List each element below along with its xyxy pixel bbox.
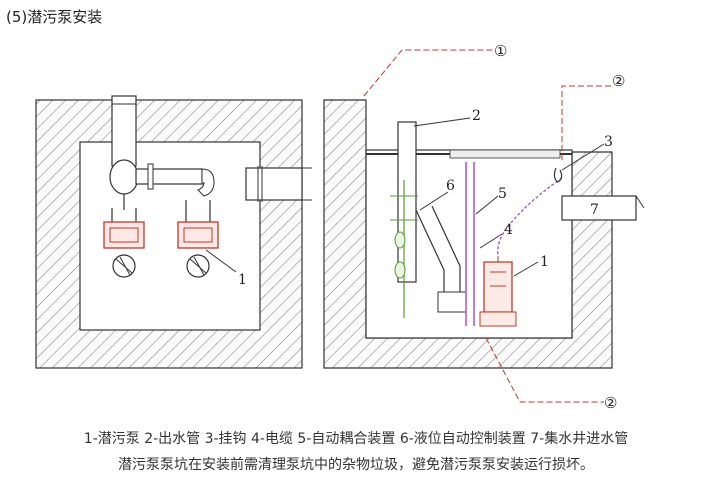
plan-pump-left bbox=[103, 208, 145, 278]
page-title: (5)潜污泵安装 bbox=[6, 8, 103, 26]
callout-pump-plan: 1 bbox=[238, 272, 247, 288]
section-pump bbox=[479, 256, 517, 327]
section-mark-1: ① bbox=[494, 42, 507, 60]
section-view: 7 2 6 5 4 bbox=[323, 42, 645, 412]
section-coupling bbox=[465, 162, 475, 326]
section-mark-2-top: ② bbox=[612, 72, 625, 90]
section-cut-line-3 bbox=[485, 337, 604, 403]
note-text: 潜污泵泵坑在安装前需清理泵坑中的杂物垃圾，避免潜污泵泵安装运行损坏。 bbox=[118, 457, 594, 473]
leader-4 bbox=[479, 233, 503, 249]
plan-leader-1 bbox=[205, 249, 237, 273]
section-mark-2-bottom: ② bbox=[604, 394, 617, 412]
leader-6 bbox=[419, 191, 449, 211]
callout-pump: 1 bbox=[540, 254, 549, 270]
plan-riser-pipe bbox=[111, 95, 137, 167]
section-inlet-pipe bbox=[561, 195, 645, 221]
plan-pump-right bbox=[177, 200, 219, 278]
plan-outlet-pipe bbox=[245, 166, 312, 202]
section-level-control bbox=[390, 180, 418, 318]
leader-3 bbox=[561, 143, 605, 171]
leader-1 bbox=[513, 261, 539, 277]
callout-hook: 3 bbox=[604, 134, 613, 150]
callout-inlet-pipe: 7 bbox=[590, 202, 599, 218]
callout-cable: 4 bbox=[504, 222, 513, 238]
callout-coupling: 5 bbox=[498, 186, 507, 202]
legend-text: 1-潜污泵 2-出水管 3-挂钩 4-电缆 5-自动耦合装置 6-液位自动控制装… bbox=[83, 431, 629, 447]
plan-view: 1 bbox=[35, 95, 312, 369]
callout-outlet-pipe: 2 bbox=[472, 108, 481, 124]
plan-header-pipe bbox=[109, 159, 215, 210]
callout-level-control: 6 bbox=[446, 178, 455, 194]
leader-2 bbox=[413, 117, 471, 127]
section-cable bbox=[497, 177, 563, 257]
section-cut-line-2 bbox=[561, 85, 612, 160]
section-hook bbox=[553, 167, 563, 183]
leader-5 bbox=[475, 195, 499, 215]
section-cut-line-1 bbox=[363, 49, 494, 97]
plan-wall bbox=[35, 99, 303, 369]
